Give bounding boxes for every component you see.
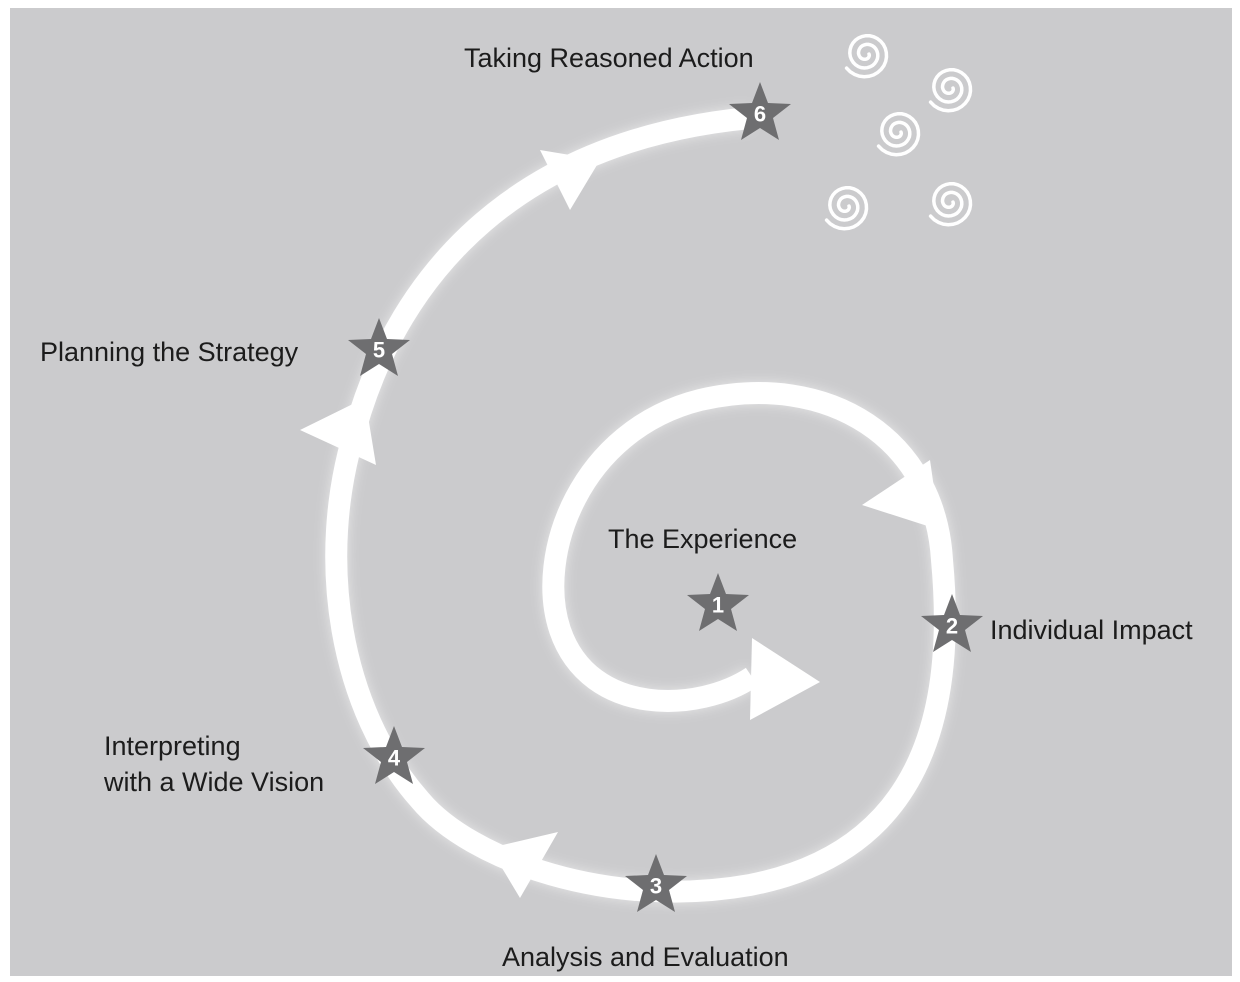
step-6-label: Taking Reasoned Action [464,43,754,73]
step-3-label: Analysis and Evaluation [502,942,789,972]
swirl-decoration-group [824,33,973,231]
step-3-marker: 3 [625,854,687,912]
step-2-number: 2 [946,614,958,639]
step-4-label-line-2: with a Wide Vision [103,767,324,797]
swirl-icon [928,181,973,227]
step-6-marker: 6 [729,82,791,140]
step-5-number: 5 [373,338,385,363]
step-2-label: Individual Impact [990,615,1193,645]
step-1-marker: 1 [687,573,749,631]
arrow-to-step-4 [490,832,558,898]
arrow-to-step-6 [540,150,600,210]
arrow-to-step-5 [300,398,376,465]
step-4-label-line-1: Interpreting [104,731,241,761]
star-icon [921,594,983,652]
star-icon [348,318,410,376]
diagram-background [10,8,1232,976]
swirl-icon [876,111,921,157]
arrow-start [750,638,820,720]
step-1-number: 1 [712,593,724,618]
swirl-icon [824,185,869,231]
step-2-marker: 2 [921,594,983,652]
swirl-icon [928,67,973,113]
step-5-label: Planning the Strategy [40,337,299,367]
step-3-number: 3 [650,874,662,899]
star-icon [625,854,687,912]
step-6-number: 6 [754,102,766,127]
step-4-marker: 4 [363,726,425,784]
swirl-icon [844,33,889,79]
arrow-to-step-2 [862,460,940,530]
star-icon [729,82,791,140]
step-1-label: The Experience [608,524,797,554]
step-5-marker: 5 [348,318,410,376]
star-icon [363,726,425,784]
step-4-number: 4 [388,746,401,771]
star-icon [687,573,749,631]
